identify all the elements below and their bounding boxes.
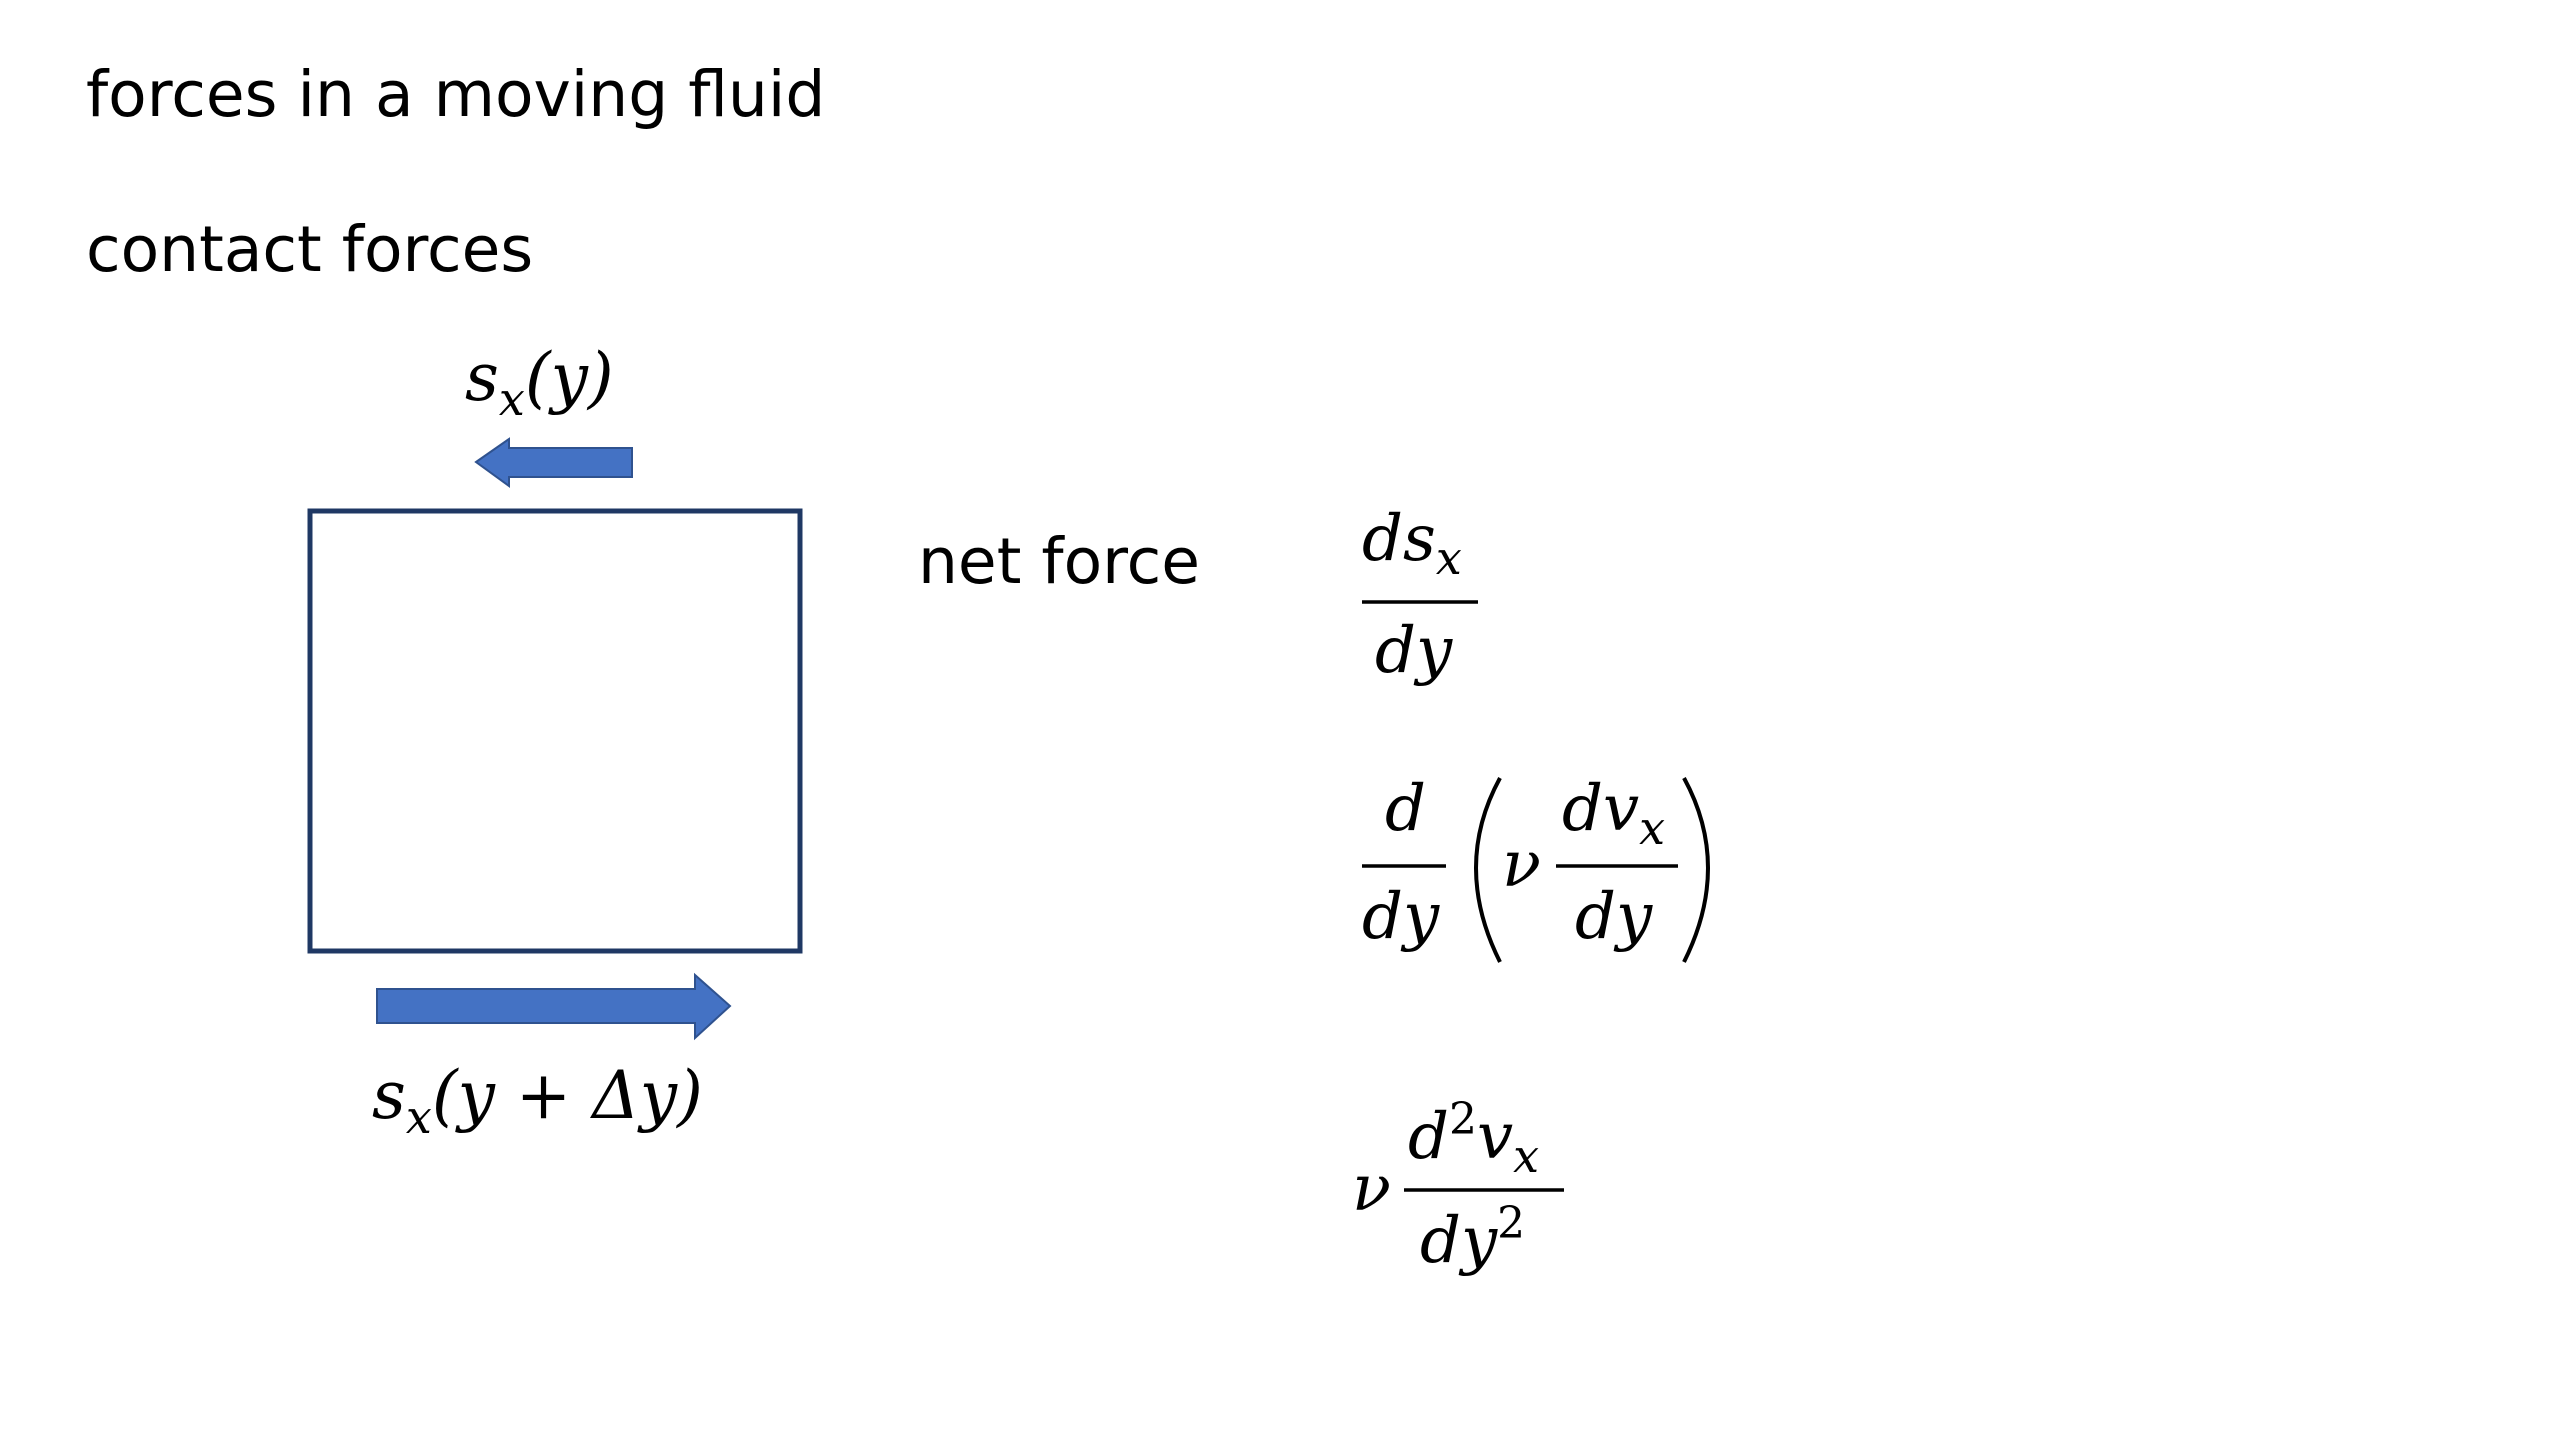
eq2-inner-numerator: dvx <box>1562 772 1665 855</box>
bottom-stress-arrow <box>376 972 732 1041</box>
equation-viscous-term: d dy ν dvx dy <box>1362 772 1710 963</box>
top-stress-label: sx(y) <box>465 339 614 426</box>
equation-derivative-stress: dsx dy <box>1362 502 1478 688</box>
eq2-coefficient: ν <box>1502 828 1541 902</box>
equation-second-derivative: ν d2vx dy2 <box>1352 1094 1564 1278</box>
eq2-outer-numerator: d <box>1385 772 1426 846</box>
slide-subtitle: contact forces <box>86 213 534 286</box>
net-force-label: net force <box>918 525 1201 598</box>
eq1-denominator: dy <box>1375 614 1453 688</box>
eq3-coefficient: ν <box>1352 1152 1391 1226</box>
eq2-inner-denominator: dy <box>1575 880 1653 954</box>
eq3-numerator: d2vx <box>1408 1094 1539 1183</box>
bottom-stress-label: sx(y + Δy) <box>372 1057 703 1144</box>
top-stress-arrow-shape <box>474 437 633 488</box>
fluid-element-box <box>307 508 803 954</box>
eq2-left-paren <box>1474 777 1502 963</box>
slide-title: forces in a moving fluid <box>86 58 826 131</box>
eq3-denominator: dy2 <box>1420 1198 1525 1278</box>
eq1-numerator: dsx <box>1362 502 1462 585</box>
eq2-right-paren <box>1682 777 1710 963</box>
eq2-outer-denominator: dy <box>1362 880 1440 954</box>
